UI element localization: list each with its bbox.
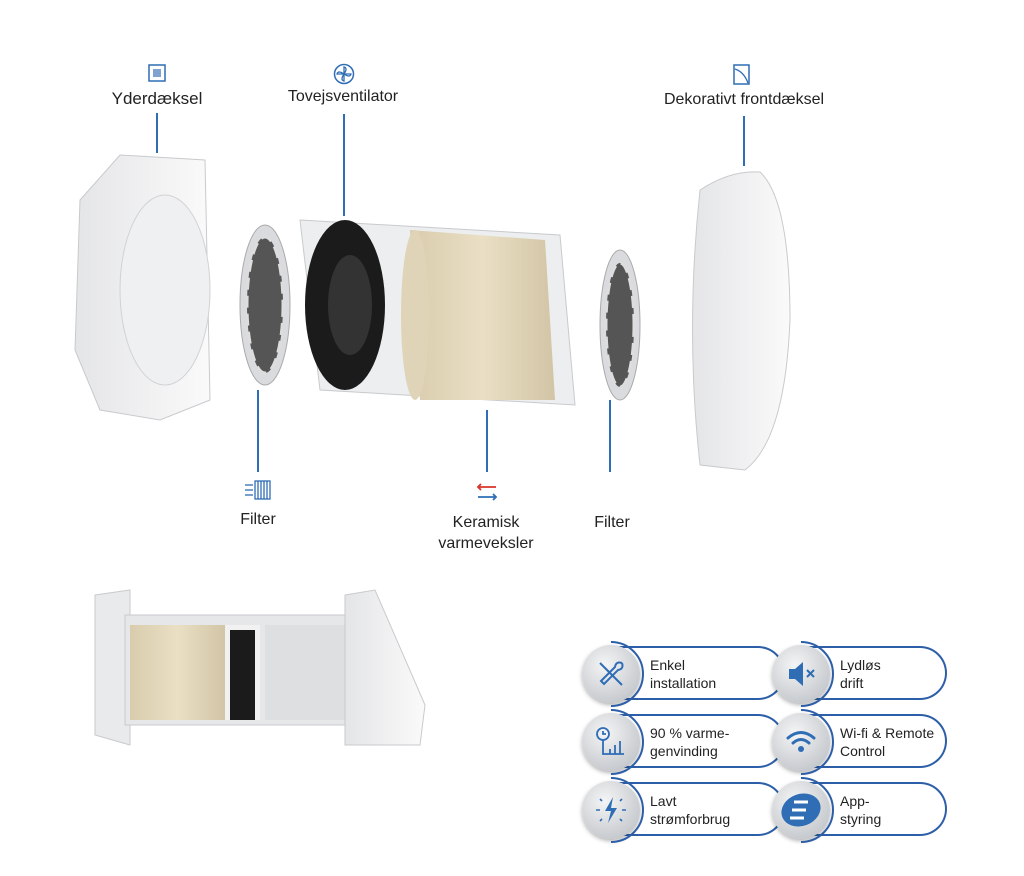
tube-shape — [299, 219, 576, 406]
feature-text-line1: 90 % varme- — [650, 725, 730, 741]
wifi-icon — [786, 731, 816, 752]
feature-text-line2: drift — [840, 675, 864, 691]
badge-circle — [582, 645, 640, 703]
feature-text-line1: Wi-fi & Remote — [840, 725, 935, 741]
label-filter-right: Filter — [594, 514, 630, 531]
badge-circle — [772, 645, 830, 703]
label-outer-cover: Yderdæksel — [111, 89, 203, 108]
clock-chart-icon — [596, 727, 624, 755]
heat-exchange-arrows-icon — [476, 483, 498, 501]
label-fan: Tovejsventilator — [287, 88, 399, 105]
fan-icon — [333, 63, 355, 85]
feature-badge-app-control: App-styring — [772, 781, 947, 839]
left-filter-shape — [239, 224, 291, 386]
feature-badge-silent: Lydløs drift — [772, 645, 947, 703]
label-front-cover: Dekorativt frontdæksel — [663, 91, 825, 108]
label-filter-left: Filter — [240, 511, 276, 528]
feature-text-line1: Lydløs — [840, 657, 881, 673]
right-filter-shape — [599, 249, 641, 401]
front-cover-shape — [692, 171, 791, 471]
badge-circle — [772, 713, 830, 771]
leader-line-front-cover — [743, 116, 745, 166]
leader-line-filter-right — [609, 400, 611, 472]
mute-speaker-icon — [789, 662, 815, 686]
feature-text: 90 % varme-genvinding — [650, 724, 729, 760]
feature-text: Lavt strømforbrug — [650, 792, 730, 828]
exploded-product-illustration — [74, 154, 791, 471]
assembled-product-illustration — [94, 589, 426, 746]
feature-text: Lydløs drift — [840, 656, 881, 692]
app-logo-icon — [781, 793, 821, 827]
leader-line-heat-exchanger — [486, 410, 488, 472]
feature-text-line2: installation — [650, 675, 717, 691]
feature-badge-easy-installation: Enkel installation — [582, 645, 785, 703]
lightning-icon — [596, 797, 626, 823]
leader-line-outer-cover — [156, 113, 158, 153]
feature-badge-heat-recovery: 90 % varme-genvinding — [582, 713, 785, 771]
badge-circle — [582, 713, 640, 771]
badge-circle — [772, 781, 830, 839]
feature-badge-low-power: Lavt strømforbrug — [582, 781, 785, 839]
feature-text-line1: App- — [840, 793, 870, 809]
label-heat-exchanger: Keramisk varmeveksler — [438, 512, 533, 554]
badge-circle — [582, 781, 640, 839]
leader-line-filter-left — [257, 390, 259, 472]
outer-cover-shape — [74, 154, 211, 421]
feature-text-line2: styring — [840, 811, 882, 827]
feature-text-line2: genvinding — [650, 743, 718, 759]
feature-text-line2: Control — [840, 743, 886, 759]
filter-icon — [245, 480, 271, 500]
leader-line-fan — [343, 114, 345, 216]
feature-text-line1: Lavt — [650, 793, 677, 809]
outer-cover-icon — [148, 64, 166, 82]
label-heat-exchanger-line1: Keramisk — [452, 514, 520, 531]
label-heat-exchanger-line2: varmeveksler — [438, 535, 534, 552]
feature-text-line2: strømforbrug — [650, 811, 731, 827]
feature-text-line1: Enkel — [650, 657, 686, 673]
tools-icon — [599, 661, 624, 686]
feature-text: Enkel installation — [650, 656, 716, 692]
front-cover-icon — [733, 64, 750, 85]
feature-text: App-styring — [840, 792, 881, 828]
